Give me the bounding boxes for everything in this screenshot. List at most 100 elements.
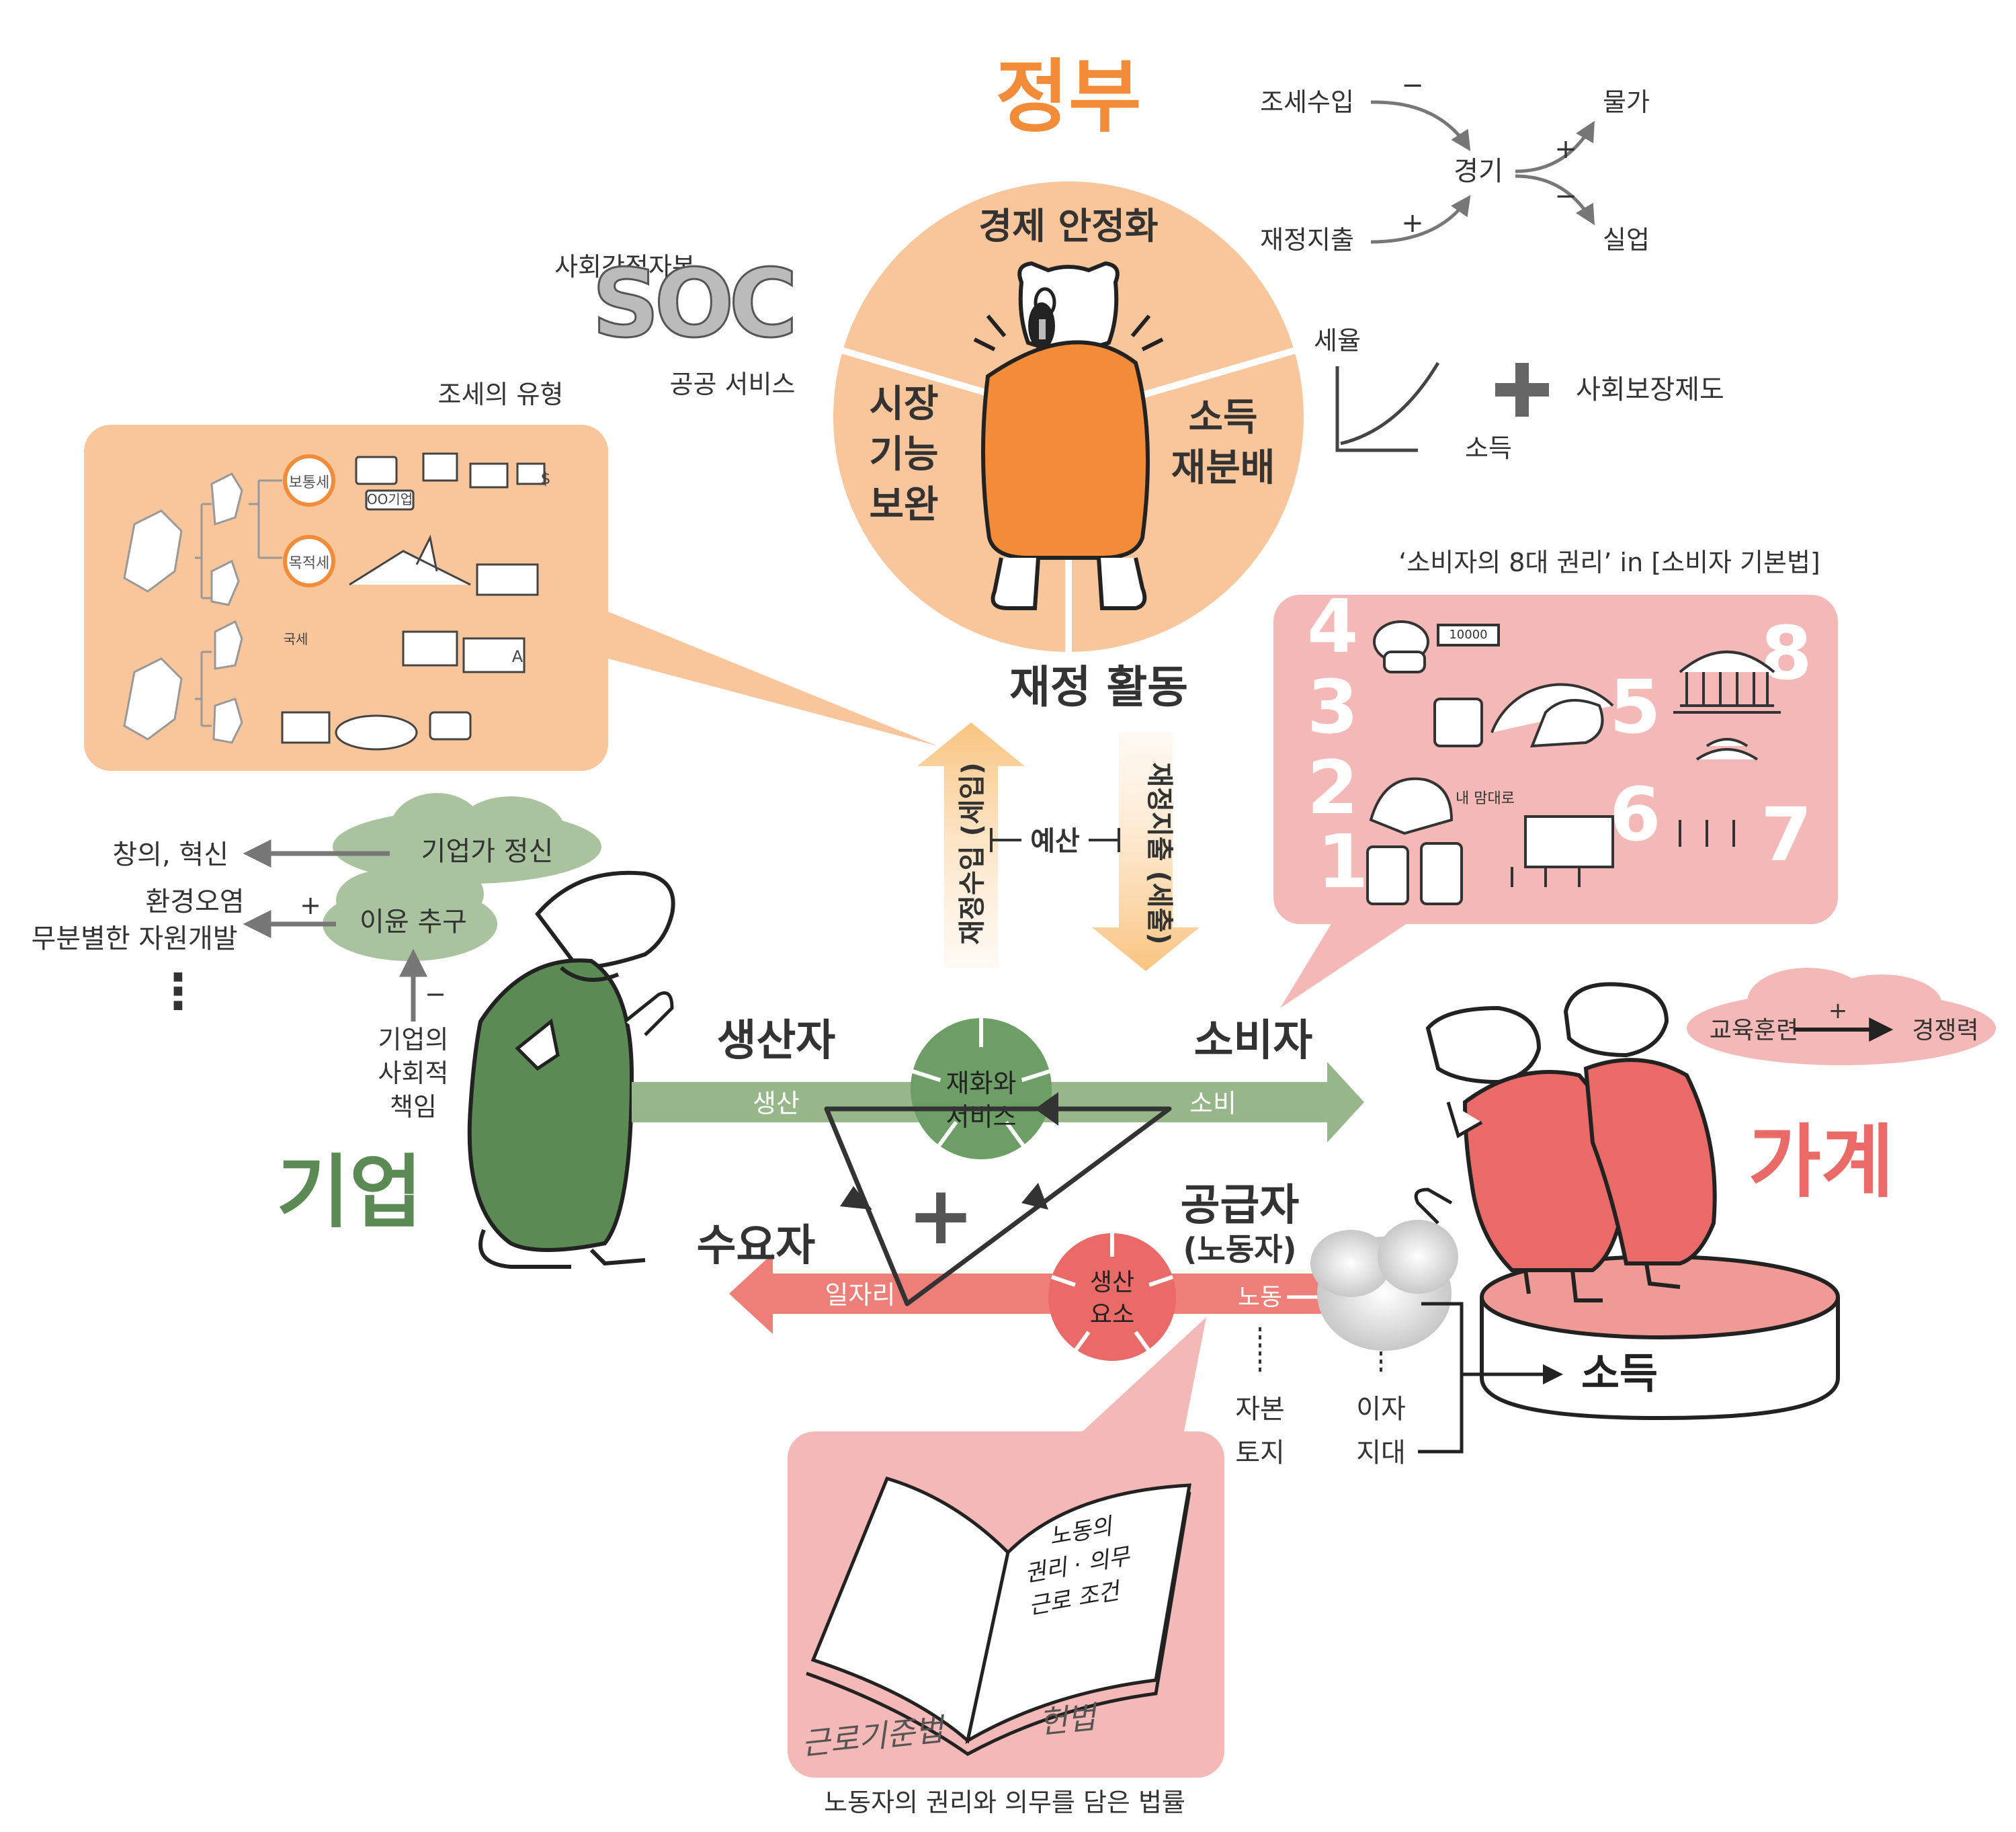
revenue-label: 재정수입 (세입) — [957, 762, 988, 944]
demander-label: 수요자 — [697, 1221, 816, 1271]
right-number-8: 8 — [1761, 610, 1812, 696]
income-axis-label: 소득 — [1465, 433, 1512, 463]
unemployment-label: 실업 — [1603, 225, 1650, 255]
competitiveness-label: 경쟁력 — [1912, 1017, 1978, 1044]
right-number-2: 2 — [1307, 745, 1359, 831]
household-title: 가계 — [1748, 1116, 1894, 1208]
education-plus: + — [1829, 997, 1848, 1024]
tax-types-callout — [591, 605, 937, 746]
fiscal-activity-title: 재정 활동 — [1009, 661, 1188, 713]
bill-amount: 10000 — [1449, 628, 1487, 642]
my-way-text: 내 맘대로 — [1456, 790, 1515, 807]
consumer-label: 소비자 — [1194, 1016, 1313, 1066]
plus-sign — [1495, 363, 1549, 417]
soc-label: 사회간접자본 — [554, 252, 696, 282]
producer-label: 생산자 — [717, 1016, 836, 1066]
loop-arrowhead — [840, 1186, 872, 1210]
loop-arrowhead — [1021, 1183, 1048, 1210]
soc-logo: SOC — [592, 249, 793, 359]
circular-flow: 생산자 소비자 생산 소비 재화와 서비스 수요자 공급자 (노동자) 일자리 … — [632, 1016, 1411, 1468]
revenue-arrow — [917, 722, 1025, 968]
ellipsis: ⋮ — [154, 963, 202, 1019]
resource-label: 무분별한 자원개발 — [31, 923, 237, 954]
consumer-rights-panel: ‘소비자의 8대 권리’ in [소비자 기본법] 1 2 3 4 5 6 7 … — [1273, 548, 1838, 1008]
consumer-rights-box — [1273, 595, 1838, 924]
public-service-label: 공공 서비스 — [670, 370, 796, 399]
prices-label: 물가 — [1603, 87, 1650, 117]
company-sign: OO기업 — [367, 491, 413, 507]
economy-to-unemployment-arrow — [1515, 174, 1595, 226]
worker-label: (노동자) — [1183, 1231, 1296, 1267]
expenditure-label: 재정지출 (세출) — [1144, 762, 1175, 944]
firm-title: 기업 — [276, 1146, 422, 1239]
rent-income-connector — [1418, 1364, 1563, 1454]
pollution-label: 환경오염 — [145, 886, 244, 917]
labor-law-callout — [1075, 1317, 1206, 1438]
tax-types-title: 조세의 유형 — [438, 380, 564, 409]
education-label: 교육훈련 — [1710, 1017, 1798, 1044]
loop-plus: + — [907, 1169, 975, 1263]
supplier-label: 공급자 — [1181, 1181, 1300, 1231]
social-security-label: 사회보장제도 — [1576, 374, 1724, 405]
sign-minus: − — [1554, 181, 1577, 212]
market-complement-3: 보완 — [869, 483, 938, 527]
fiscal-policy-diagram: 조세수입 재정지출 경기 물가 실업 − + + − — [1260, 70, 1650, 255]
tax-revenue-label: 조세수입 — [1260, 87, 1354, 117]
sign-plus: + — [1554, 134, 1577, 165]
goods-label-1: 재화와 — [946, 1069, 1017, 1098]
budget-label: 예산 — [1030, 826, 1080, 857]
economy-label: 경기 — [1454, 156, 1503, 187]
right-number-5: 5 — [1609, 664, 1661, 750]
consumption-label: 소비 — [1189, 1089, 1236, 1118]
government-capybara-illustration — [973, 261, 1164, 610]
factors-label-2: 요소 — [1090, 1301, 1134, 1329]
income-label: 소득 — [1581, 1349, 1658, 1398]
consumer-rights-callout — [1280, 914, 1411, 1008]
right-number-4: 4 — [1307, 583, 1359, 669]
government-section: 정부 경제 안정화 시장 기능 보완 소득 재분배 재정 활동 재정수입 (세입… — [833, 50, 1304, 971]
labor-law-caption: 노동자의 권리와 의무를 담은 법률 — [824, 1788, 1185, 1817]
law-book-illustration — [806, 1476, 1191, 1756]
general-tax-label: 보통세 — [289, 474, 330, 491]
profit-plus: + — [300, 890, 321, 920]
tax-curve — [1340, 362, 1440, 446]
firm-section: 기업가 정신 이윤 추구 창의, 혁신 환경오염 무분별한 자원개발 ⋮ + −… — [31, 793, 675, 1269]
csr-line-1: 기업의 — [378, 1025, 449, 1054]
rent-label: 지대 — [1356, 1438, 1406, 1468]
factors-badge — [1048, 1233, 1176, 1361]
capital-label: 자본 — [1235, 1394, 1285, 1425]
economy-to-prices-arrow — [1515, 120, 1595, 173]
general-tax-badge — [283, 454, 335, 507]
spending-to-economy-arrow — [1370, 195, 1471, 244]
sign-minus: − — [1401, 70, 1424, 101]
redistribution-2: 재분배 — [1171, 446, 1275, 490]
constitution-label: 헌법 — [1037, 1698, 1100, 1741]
dollar-sign: $ — [540, 469, 550, 488]
land-label: 토지 — [1235, 1438, 1285, 1468]
labor-label: 노동 — [1238, 1284, 1282, 1311]
csr-line-2: 사회적 — [378, 1058, 449, 1088]
redistribution-1: 소득 — [1188, 396, 1257, 440]
tax-axes — [1335, 366, 1418, 452]
consumer-rights-title: ‘소비자의 8대 권리’ in [소비자 기본법] — [1398, 548, 1820, 577]
soc-section: 사회간접자본 SOC 공공 서비스 — [554, 249, 799, 400]
tax-tree-lines — [195, 479, 282, 727]
national-tax-sign: 국세 — [284, 631, 308, 647]
tax-to-economy-arrow — [1370, 100, 1471, 152]
right-number-7: 7 — [1761, 792, 1812, 878]
progressive-tax-chart: 세율 소득 사회보장제도 — [1314, 326, 1724, 463]
csr-line-3: 책임 — [390, 1092, 437, 1122]
earmarked-tax-label: 목적세 — [289, 555, 330, 572]
tax-rate-label: 세율 — [1314, 326, 1361, 356]
right-number-1: 1 — [1317, 819, 1369, 905]
right-number-3: 3 — [1307, 664, 1359, 750]
right-number-6: 6 — [1609, 772, 1661, 858]
consumer-rights-sketches — [1366, 620, 1781, 905]
earmarked-tax-badge — [283, 535, 335, 587]
government-title: 정부 — [995, 50, 1141, 143]
sign-plus: + — [1401, 208, 1424, 239]
loop-arrowhead — [1035, 1092, 1058, 1126]
csr-minus: − — [425, 979, 446, 1009]
creativity-label: 창의, 혁신 — [112, 839, 228, 870]
